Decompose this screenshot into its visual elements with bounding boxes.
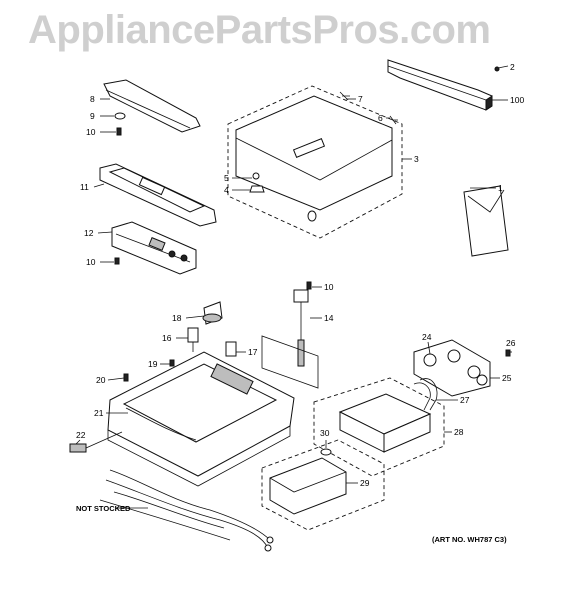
- part-29-dispenser-drawer[interactable]: [269, 457, 347, 515]
- part-6-hinge-spring[interactable]: [389, 115, 398, 125]
- callout-21: 21: [94, 408, 104, 418]
- callout-10-c: 10: [324, 282, 334, 292]
- part-14-water-level-sensor[interactable]: [293, 289, 309, 367]
- part-16-pressure-switch[interactable]: [187, 327, 199, 352]
- part-28-dispenser-assembly[interactable]: [313, 377, 445, 477]
- part-10-screw-a[interactable]: [116, 127, 122, 136]
- part-25-valve-inlet[interactable]: [467, 365, 488, 386]
- callout-25: 25: [502, 373, 512, 383]
- part-26-screw[interactable]: [505, 349, 511, 357]
- part-17-switch[interactable]: [225, 341, 237, 357]
- part-20-screw[interactable]: [123, 373, 129, 382]
- callout-28: 28: [454, 427, 464, 437]
- part-100-backsplash[interactable]: [387, 59, 493, 111]
- callout-6: 6: [378, 113, 383, 123]
- callout-2: 2: [510, 62, 515, 72]
- part-5-switch-actuator[interactable]: [252, 172, 260, 180]
- callout-11: 11: [80, 182, 89, 192]
- part-2-screw[interactable]: [494, 65, 509, 72]
- callout-8: 8: [90, 94, 95, 104]
- part-9-knob[interactable]: [114, 112, 126, 120]
- part-10-screw-b[interactable]: [114, 257, 120, 265]
- callout-26: 26: [506, 338, 516, 348]
- wire-harness[interactable]: [99, 469, 274, 552]
- part-4-bumper[interactable]: [249, 185, 265, 193]
- callout-3: 3: [414, 154, 419, 164]
- callout-27: 27: [460, 395, 470, 405]
- callout-14: 14: [324, 313, 334, 323]
- watermark-logo: AppliancePartsPros.com: [28, 8, 491, 52]
- callout-4: 4: [224, 185, 229, 195]
- part-18-lid-switch[interactable]: [202, 301, 223, 325]
- callout-18: 18: [172, 313, 182, 323]
- callout-16: 16: [162, 333, 172, 343]
- callout-100: 100: [510, 95, 524, 105]
- callout-12: 12: [84, 228, 94, 238]
- callout-9: 9: [90, 111, 95, 121]
- not-stocked-label: NOT STOCKED: [76, 504, 131, 513]
- part-1-literature[interactable]: [463, 185, 509, 257]
- callout-10-a: 10: [86, 127, 96, 137]
- callout-22: 22: [76, 430, 86, 440]
- callout-20: 20: [96, 375, 106, 385]
- part-11-control-panel-frame[interactable]: [99, 163, 217, 227]
- art-number-label: (ART NO. WH787 C3): [432, 535, 507, 544]
- part-30-siphon-cap[interactable]: [320, 448, 332, 456]
- callout-10-b: 10: [86, 257, 96, 267]
- callout-29: 29: [360, 478, 370, 488]
- callout-30: 30: [320, 428, 330, 438]
- callout-24: 24: [422, 332, 432, 342]
- part-27-fill-hose[interactable]: [413, 378, 438, 411]
- part-21-top-frame[interactable]: [107, 351, 295, 487]
- callout-17: 17: [248, 347, 258, 357]
- part-22-harness-plug[interactable]: [69, 431, 123, 453]
- callout-7: 7: [358, 94, 363, 104]
- part-19-screw[interactable]: [169, 359, 175, 367]
- part-12-control-board[interactable]: [111, 221, 197, 275]
- part-8-lid-cover[interactable]: [103, 79, 201, 133]
- callout-5: 5: [224, 173, 229, 183]
- callout-19: 19: [148, 359, 158, 369]
- part-3-main-top[interactable]: [227, 85, 403, 239]
- callout-1: 1: [498, 183, 503, 193]
- part-10-screw-c[interactable]: [306, 281, 312, 290]
